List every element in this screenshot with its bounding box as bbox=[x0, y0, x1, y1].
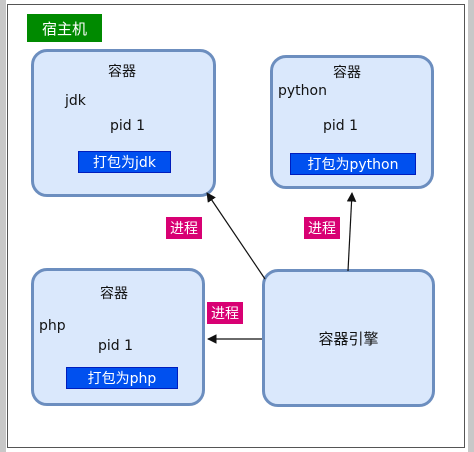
container-php-runtime: php bbox=[39, 318, 66, 334]
container-jdk[interactable]: 容器 jdk pid 1 打包为jdk bbox=[31, 49, 216, 197]
container-php-title: 容器 bbox=[100, 286, 128, 302]
process-label-python: 进程 bbox=[304, 217, 340, 239]
container-engine-label: 容器引擎 bbox=[318, 329, 379, 348]
container-jdk-package: 打包为jdk bbox=[78, 151, 171, 173]
arrow-engine-to-python bbox=[346, 192, 357, 272]
right-margin-strip bbox=[468, 0, 474, 452]
container-python[interactable]: 容器 python pid 1 打包为python bbox=[270, 55, 434, 189]
process-label-jdk: 进程 bbox=[166, 217, 202, 239]
container-jdk-pid: pid 1 bbox=[110, 118, 146, 134]
container-php-package: 打包为php bbox=[66, 367, 178, 389]
host-boundary bbox=[7, 4, 465, 448]
process-label-php: 进程 bbox=[207, 302, 243, 324]
container-jdk-runtime: jdk bbox=[65, 93, 86, 109]
host-label: 宿主机 bbox=[27, 14, 102, 42]
left-margin-strip bbox=[0, 0, 6, 452]
container-python-pid: pid 1 bbox=[323, 118, 359, 134]
container-engine[interactable]: 容器引擎 bbox=[262, 269, 435, 407]
arrow-engine-to-jdk bbox=[206, 192, 266, 280]
container-python-title: 容器 bbox=[333, 65, 361, 81]
container-jdk-title: 容器 bbox=[108, 64, 136, 80]
container-php-pid: pid 1 bbox=[98, 338, 134, 354]
container-php[interactable]: 容器 php pid 1 打包为php bbox=[31, 268, 205, 406]
container-python-package: 打包为python bbox=[290, 153, 416, 175]
container-python-runtime: python bbox=[278, 83, 327, 99]
